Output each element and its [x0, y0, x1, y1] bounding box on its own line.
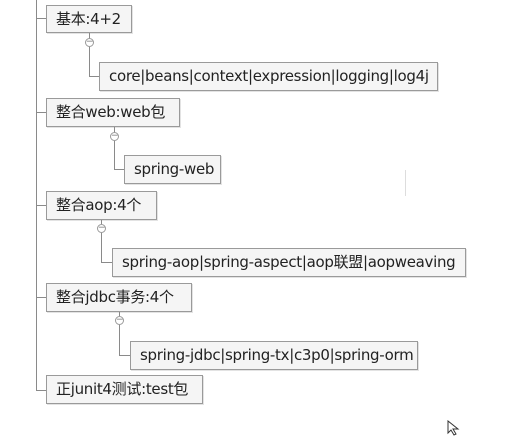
node-label: spring-aop|spring-aspect|aop联盟|aopweavin…: [122, 253, 456, 271]
branch-connector: [36, 18, 46, 19]
node-basic-detail[interactable]: core|beans|context|expression|logging|lo…: [99, 62, 438, 91]
node-junit[interactable]: 正junit4测试:test包: [46, 375, 203, 404]
divider-mark: [405, 170, 406, 196]
node-label: 基本:4+2: [56, 9, 121, 28]
branch-connector: [36, 205, 46, 206]
child-connector: [89, 76, 99, 77]
node-label: 正junit4测试:test包: [56, 380, 189, 398]
node-label: 整合aop:4个: [56, 196, 142, 214]
node-label: 整合jdbc事务:4个: [56, 288, 174, 306]
child-connector: [101, 262, 112, 263]
child-connector: [101, 220, 102, 224]
child-connector: [119, 312, 120, 316]
collapse-toggle-icon[interactable]: −: [85, 37, 94, 47]
node-jdbc-detail[interactable]: spring-jdbc|spring-tx|c3p0|spring-orm: [130, 341, 418, 370]
child-connector: [119, 325, 120, 355]
branch-connector: [36, 390, 46, 391]
child-connector: [89, 47, 90, 76]
collapse-toggle-icon[interactable]: −: [115, 315, 124, 325]
collapse-toggle-icon[interactable]: −: [97, 223, 106, 233]
child-connector: [114, 169, 124, 170]
child-connector: [101, 233, 102, 262]
node-basic[interactable]: 基本:4+2: [46, 5, 132, 33]
branch-connector: [36, 112, 46, 113]
trunk-connector: [36, 0, 37, 390]
node-web-detail[interactable]: spring-web: [124, 155, 221, 184]
child-connector: [114, 141, 115, 169]
child-connector: [119, 355, 130, 356]
node-jdbc[interactable]: 整合jdbc事务:4个: [46, 283, 192, 312]
node-label: spring-web: [134, 160, 215, 178]
branch-connector: [36, 297, 46, 298]
node-label: 整合web:web包: [56, 103, 166, 121]
node-aop[interactable]: 整合aop:4个: [46, 191, 157, 220]
node-label: spring-jdbc|spring-tx|c3p0|spring-orm: [140, 346, 414, 364]
node-web[interactable]: 整合web:web包: [46, 98, 180, 127]
node-label: core|beans|context|expression|logging|lo…: [109, 67, 429, 85]
collapse-toggle-icon[interactable]: −: [110, 131, 119, 141]
node-aop-detail[interactable]: spring-aop|spring-aspect|aop联盟|aopweavin…: [112, 248, 466, 277]
